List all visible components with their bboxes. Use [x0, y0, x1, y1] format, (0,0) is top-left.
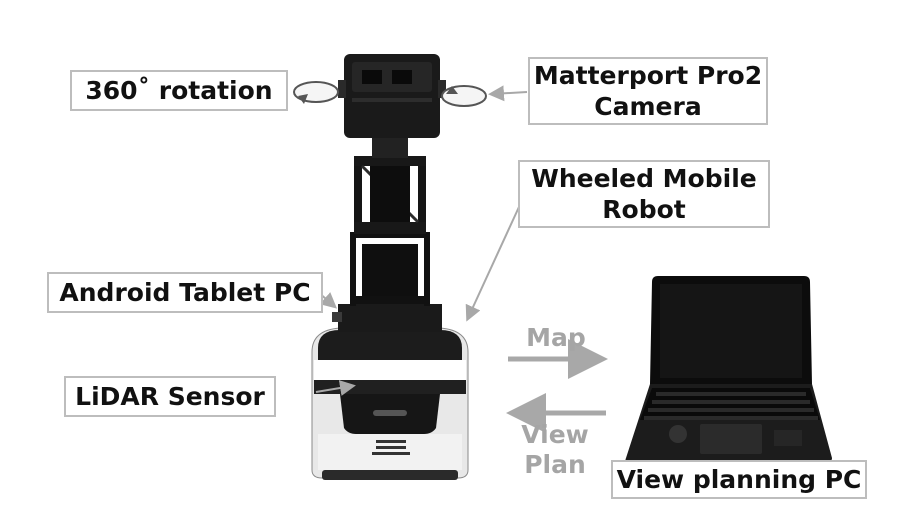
- rotation-label: 360˚ rotation: [70, 70, 288, 111]
- camera-label: Matterport Pro2 Camera: [528, 57, 768, 125]
- robot-label: Wheeled Mobile Robot: [518, 160, 770, 228]
- tablet-text: Android Tablet PC: [59, 278, 311, 307]
- tablet-label: Android Tablet PC: [47, 272, 323, 313]
- camera-text: Matterport Pro2 Camera: [533, 61, 763, 121]
- laptop-illustration: [625, 276, 832, 464]
- lidar-label: LiDAR Sensor: [64, 376, 276, 417]
- robot-pointer: [465, 195, 525, 322]
- pc-text: View planning PC: [616, 465, 862, 494]
- rotation-left-icon: [293, 81, 339, 104]
- rotation-text: 360˚ rotation: [85, 76, 273, 105]
- camera-pointer: [488, 85, 528, 102]
- lidar-pointer: [315, 380, 356, 396]
- rotation-right-icon: [441, 85, 487, 107]
- view-plan-text: View Plan: [521, 420, 589, 479]
- lidar-text: LiDAR Sensor: [75, 382, 265, 411]
- robot-illustration: [311, 54, 469, 480]
- map-text: Map: [526, 323, 586, 352]
- pc-label: View planning PC: [611, 460, 867, 499]
- robot-text: Wheeled Mobile Robot: [531, 164, 757, 224]
